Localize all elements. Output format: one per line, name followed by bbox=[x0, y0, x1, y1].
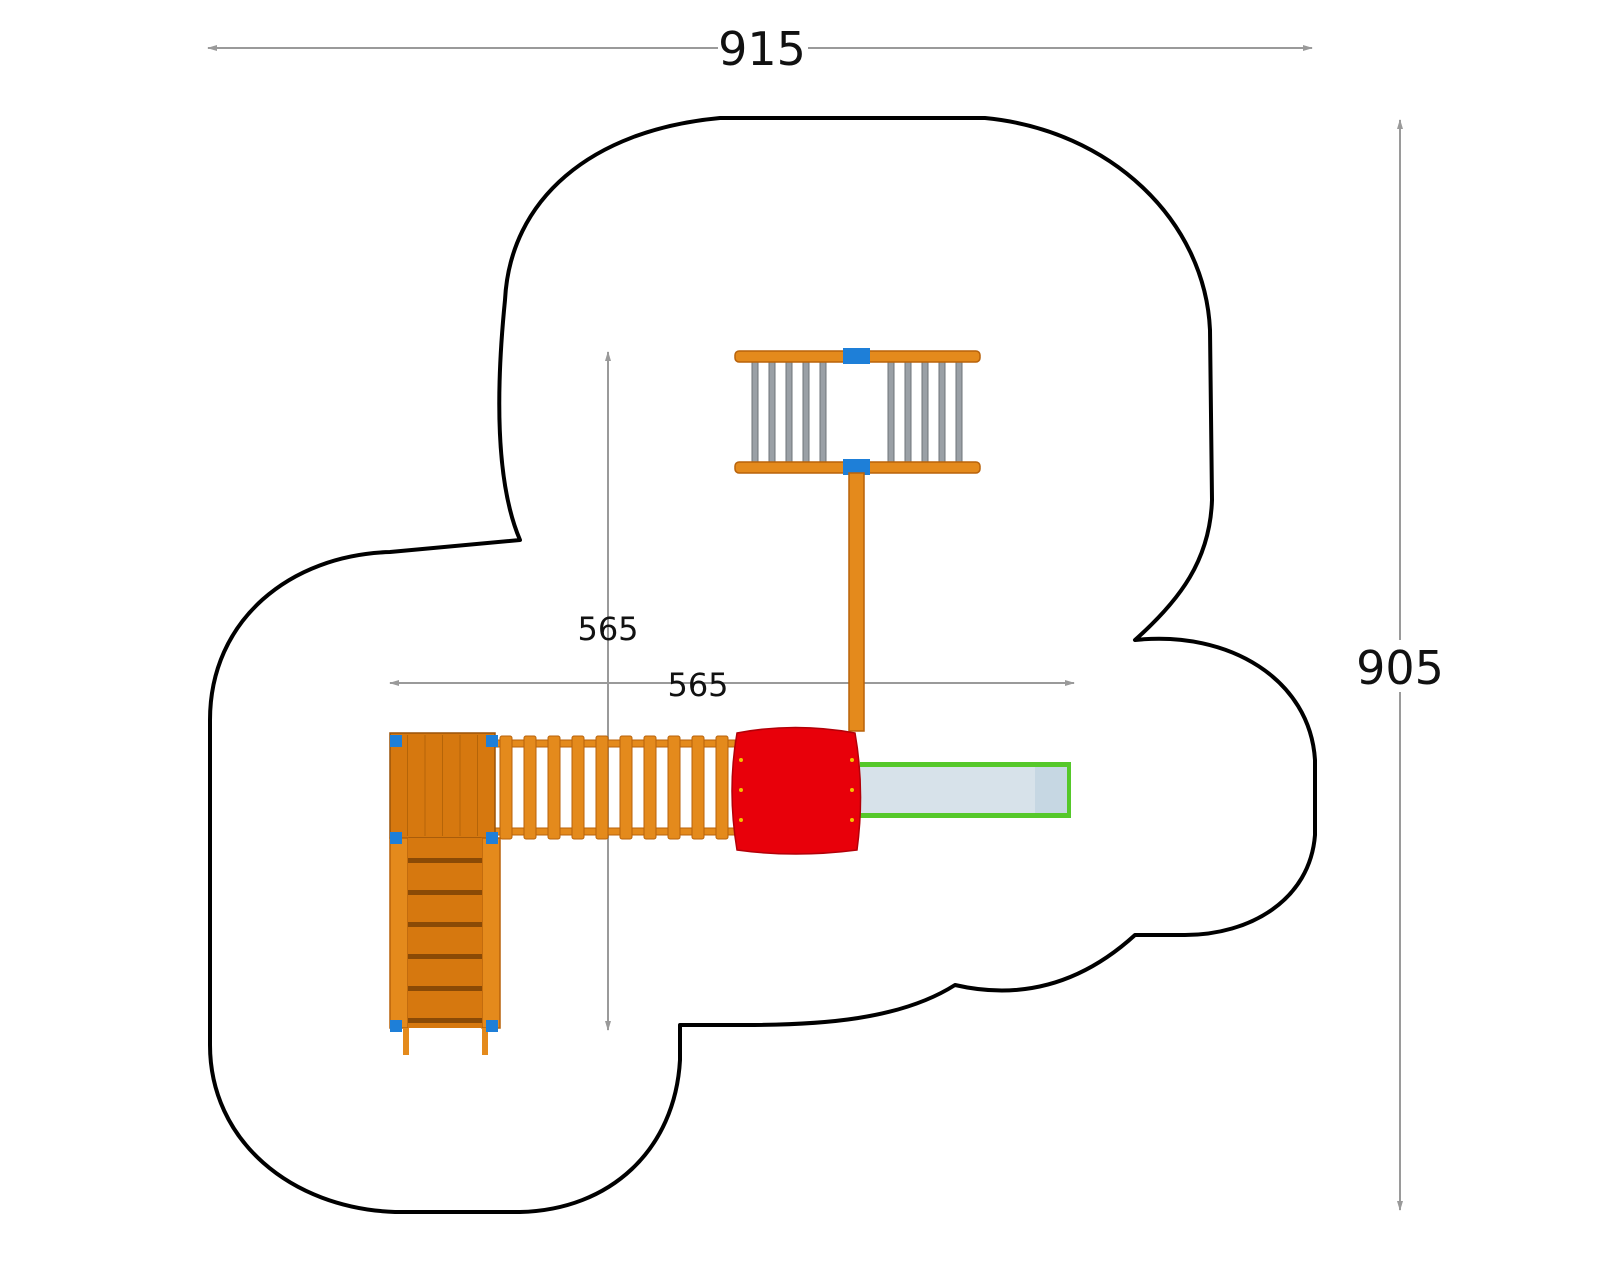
bridge-slat bbox=[715, 735, 729, 840]
monkey-bars-rung bbox=[887, 359, 895, 465]
monkey-bars-clamp-bottom bbox=[843, 459, 870, 475]
monkey-bars-rung bbox=[921, 359, 929, 465]
monkey-bars-rung bbox=[785, 359, 793, 465]
overall-width-label-bg bbox=[718, 20, 808, 72]
stair-step bbox=[408, 986, 482, 991]
stair-step bbox=[408, 890, 482, 895]
connector-stairs-br bbox=[486, 1020, 498, 1032]
monkey-bars-rung bbox=[802, 359, 810, 465]
bridge-slat bbox=[523, 735, 537, 840]
slide bbox=[860, 762, 1071, 818]
stairs bbox=[389, 837, 501, 1055]
slide-rail-bottom bbox=[860, 813, 1070, 818]
tower-roof-bolts bbox=[739, 758, 854, 822]
connector-stairs-bl bbox=[390, 1020, 402, 1032]
stairs-foot-right bbox=[482, 1028, 488, 1055]
overall-width-label: 915 bbox=[718, 22, 806, 76]
bridge-slat bbox=[595, 735, 609, 840]
platform-boards bbox=[407, 735, 478, 836]
stairs-stringer-right bbox=[481, 837, 501, 1029]
overall-height-label-bg bbox=[1350, 640, 1450, 692]
slide-rail-end bbox=[1067, 762, 1071, 818]
monkey-bars-rungs bbox=[751, 359, 963, 465]
monkey-bars-rung bbox=[751, 359, 759, 465]
monkey-bars-rung bbox=[768, 359, 776, 465]
stairs-steps bbox=[408, 858, 482, 1023]
tower-roof bbox=[731, 726, 862, 855]
stair-step bbox=[408, 858, 482, 863]
bridge-slats bbox=[499, 735, 729, 840]
stair-step bbox=[408, 954, 482, 959]
monkey-bars-rung bbox=[819, 359, 827, 465]
monkey-bars-rung bbox=[938, 359, 946, 465]
monkey-bars bbox=[734, 348, 981, 475]
bridge-slat bbox=[547, 735, 561, 840]
connector-platform-bl bbox=[390, 832, 402, 844]
stair-step bbox=[408, 922, 482, 927]
connector-platform-tr bbox=[486, 735, 498, 747]
connector-platform-tl bbox=[390, 735, 402, 747]
inner-width-label: 565 bbox=[667, 666, 728, 704]
monkey-bars-rung bbox=[904, 359, 912, 465]
stairs-body bbox=[408, 838, 482, 1028]
slide-rail-top bbox=[860, 762, 1070, 767]
platform bbox=[389, 732, 496, 839]
connector-platform-br bbox=[486, 832, 498, 844]
bridge-slat bbox=[691, 735, 705, 840]
stairs-foot-left bbox=[403, 1028, 409, 1055]
monkey-bars-rung bbox=[955, 359, 963, 465]
inner-height-label: 565 bbox=[577, 610, 638, 648]
bridge-slat bbox=[667, 735, 681, 840]
safety-zone-outline bbox=[208, 116, 1317, 1214]
bridge-slat bbox=[571, 735, 585, 840]
bridge-slat bbox=[499, 735, 513, 840]
stairs-stringer-left bbox=[389, 837, 409, 1029]
slide-exit bbox=[1035, 766, 1070, 814]
connectors bbox=[390, 735, 498, 1032]
bridge bbox=[494, 735, 736, 840]
bridge-slat bbox=[643, 735, 657, 840]
stair-step bbox=[408, 1018, 482, 1023]
bridge-slat bbox=[619, 735, 633, 840]
overall-height-label: 905 bbox=[1356, 641, 1444, 695]
support-pole bbox=[848, 472, 865, 732]
monkey-bars-clamp-top bbox=[843, 348, 870, 364]
